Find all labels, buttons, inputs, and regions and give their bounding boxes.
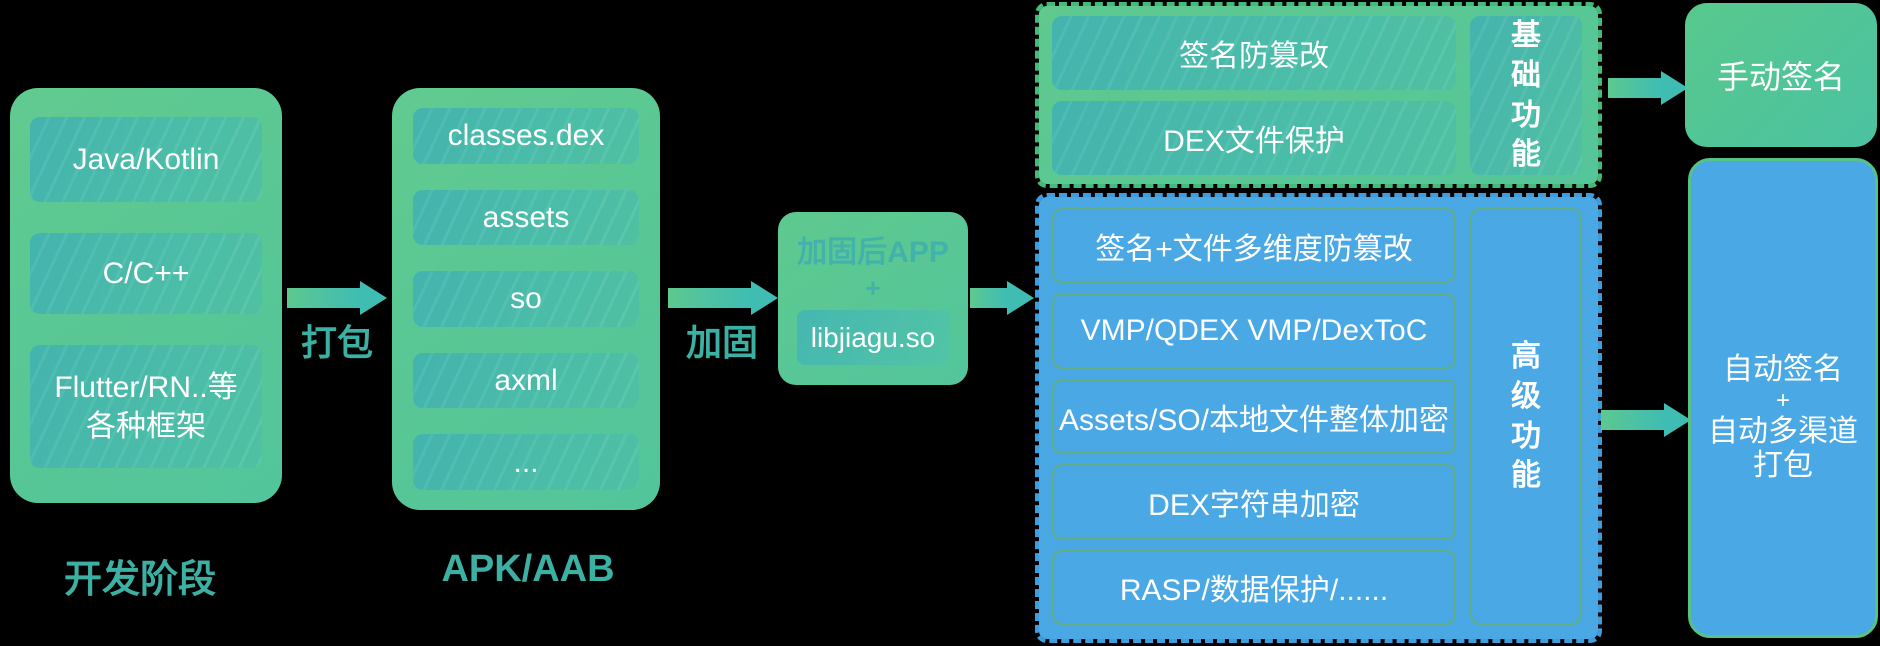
apk-item-axml: axml [413,352,639,409]
plus-sign: + [1775,387,1790,414]
arrow-shaft [287,288,360,308]
arrow-shaft [970,288,1007,308]
feature-vmp-qdex: VMP/QDEX VMP/DexToC [1052,293,1456,369]
auto-sign-line: 自动多渠道 [1708,415,1858,448]
advanced-side-column: 高级功能 [1470,208,1582,625]
dev-item-java-kotlin: Java/Kotlin [30,117,262,202]
basic-feature-rows: 签名防篡改 DEX文件保护 [1052,16,1456,175]
arrow-shaft [1608,78,1661,98]
feature-assets-so-encrypt: Assets/SO/本地文件整体加密 [1052,378,1456,455]
plus-sign: + [865,273,881,303]
arrow-head-icon [1661,71,1688,105]
feature-dex-string-encrypt: DEX字符串加密 [1052,464,1456,540]
package-arrow-label: 打包 [300,322,374,363]
basic-side-column: 基础功能 [1470,16,1582,175]
dev-stage-label: 开发阶段 [63,559,217,601]
arrow-shaft [668,288,751,308]
auto-sign-line: 自动签名 [1723,353,1843,386]
to-auto-sign-arrow-icon [1601,403,1691,437]
basic-side-label: 基础功能 [1511,18,1541,172]
hardened-app-box: 加固后APP + libjiagu.so [778,212,968,385]
apk-aab-label: APK/AAB [441,548,615,590]
apk-item-so: so [413,271,639,327]
manual-sign-box: 手动签名 [1685,3,1877,147]
to-features-arrow-icon [970,281,1034,315]
libjiagu-chip: libjiagu.so [796,310,950,365]
advanced-feature-rows: 签名+文件多维度防篡改 VMP/QDEX VMP/DexToC Assets/S… [1052,208,1456,626]
feature-signature-tamperproof: 签名防篡改 [1052,16,1456,90]
feature-dex-protection: DEX文件保护 [1052,101,1456,175]
to-manual-sign-arrow-icon [1608,71,1688,105]
hardened-app-title: 加固后APP [797,236,949,269]
feature-multidim-tamperproof: 签名+文件多维度防篡改 [1052,208,1456,284]
advanced-features-panel: 签名+文件多维度防篡改 VMP/QDEX VMP/DexToC Assets/S… [1035,193,1602,643]
feature-rasp-data-protect: RASP/数据保护/...... [1052,549,1456,626]
manual-sign-label: 手动签名 [1716,59,1845,95]
apk-item-more: ... [413,434,639,490]
auto-sign-line: 打包 [1753,449,1813,482]
arrow-head-icon [751,281,778,315]
harden-arrow-icon [668,281,778,315]
basic-features-panel: 签名防篡改 DEX文件保护 基础功能 [1035,2,1602,188]
arrow-head-icon [1664,403,1691,437]
dev-item-c-cpp: C/C++ [30,233,262,314]
apk-item-classes-dex: classes.dex [413,108,639,164]
dev-stage-box: Java/Kotlin C/C++ Flutter/RN..等各种框架 [10,88,282,503]
dev-item-frameworks: Flutter/RN..等各种框架 [30,345,262,468]
arrow-head-icon [1007,281,1034,315]
arrow-shaft [1601,410,1664,430]
apk-item-assets: assets [413,189,639,246]
auto-sign-box: 自动签名 + 自动多渠道 打包 [1688,158,1878,638]
arrow-head-icon [360,281,387,315]
apk-aab-box: classes.dex assets so axml ... [392,88,660,510]
harden-arrow-label: 加固 [685,322,759,363]
advanced-side-label: 高级功能 [1511,339,1541,493]
package-arrow-icon [287,281,387,315]
